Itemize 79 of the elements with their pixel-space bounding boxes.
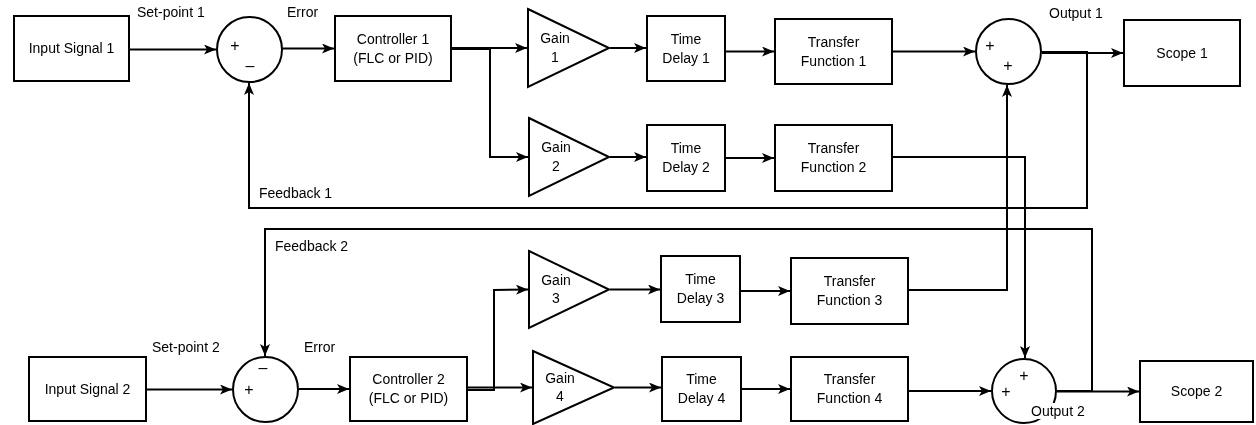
signal-arrow <box>740 286 791 296</box>
edge-label: Set-point 2 <box>151 339 221 355</box>
signal-arrow <box>908 386 992 396</box>
sign-label: + <box>1002 58 1014 74</box>
block-box <box>28 356 147 422</box>
signal-arrow <box>892 156 1030 359</box>
signal-arrow <box>467 382 533 393</box>
block-box <box>334 15 452 82</box>
block-box <box>646 15 726 82</box>
signal-arrow <box>908 84 1012 291</box>
block-label: Gain 4 <box>544 368 576 407</box>
block-box <box>774 18 893 85</box>
block-box <box>790 356 909 422</box>
block-label: Time Delay 4 <box>676 370 727 408</box>
signal-arrow <box>146 384 233 395</box>
block-label: Input Signal 1 <box>27 39 116 58</box>
signal-arrow <box>614 382 662 393</box>
block-label: Transfer Function 1 <box>799 32 868 71</box>
block-box <box>774 124 893 192</box>
block-box <box>13 15 130 82</box>
signal-arrow <box>451 43 528 53</box>
block-box <box>790 257 909 325</box>
signal-arrow <box>725 153 775 163</box>
sign-label: – <box>244 58 256 74</box>
block-label: Time Delay 3 <box>675 270 726 308</box>
signal-arrow <box>609 43 647 53</box>
signal-arrow <box>298 384 350 394</box>
block-label: Input Signal 2 <box>43 379 132 399</box>
gain-triangle <box>528 117 610 197</box>
signal-arrow <box>260 228 1093 392</box>
block-label: Time Delay 2 <box>661 139 711 177</box>
block-label: Gain 2 <box>540 138 572 176</box>
block-box <box>660 255 741 323</box>
sign-label: – <box>257 360 269 376</box>
edge-label: Output 2 <box>1030 403 1086 419</box>
sign-label: + <box>1000 384 1012 400</box>
block-label: Transfer Function 4 <box>815 370 884 408</box>
block-label: Transfer Function 2 <box>799 139 868 177</box>
edge-label: Output 1 <box>1048 5 1104 21</box>
summing-junction <box>216 16 283 83</box>
gain-triangle <box>527 8 610 88</box>
block-box <box>1139 360 1254 423</box>
block-label: Transfer Function 3 <box>815 272 884 310</box>
edge-label: Set-point 1 <box>136 4 206 20</box>
sign-label: + <box>984 38 996 54</box>
block-box <box>1123 19 1241 87</box>
signal-arrow <box>282 43 335 54</box>
signal-arrow <box>892 46 976 57</box>
gain-triangle <box>532 350 615 425</box>
signal-arrow <box>467 284 529 391</box>
block-box <box>646 124 726 192</box>
block-box <box>661 356 742 422</box>
edge-label: Feedback 2 <box>274 238 350 254</box>
signal-arrow <box>609 284 661 295</box>
signal-arrow <box>609 152 647 162</box>
block-label: Controller 2 (FLC or PID) <box>367 370 450 408</box>
block-label: Time Delay 1 <box>661 29 711 68</box>
summing-junction <box>975 18 1042 85</box>
summing-junction <box>232 356 299 423</box>
edge-label: Error <box>303 339 337 355</box>
signal-arrow <box>1041 48 1124 58</box>
sign-label: + <box>1018 368 1030 384</box>
signal-arrow <box>741 384 791 394</box>
edge-label: Feedback 1 <box>258 185 334 201</box>
signal-arrow <box>725 46 775 57</box>
signal-arrow <box>451 48 529 162</box>
gain-triangle <box>528 250 610 329</box>
block-label: Scope 1 <box>1155 43 1209 63</box>
signal-arrow <box>244 51 1088 209</box>
block-label: Gain 3 <box>540 270 572 309</box>
block-label: Scope 2 <box>1169 382 1224 401</box>
block-box <box>349 356 468 422</box>
block-label: Gain 1 <box>539 29 571 67</box>
sign-label: + <box>229 38 241 54</box>
sign-label: + <box>243 382 255 398</box>
signal-arrow <box>1056 386 1140 397</box>
signal-arrow <box>129 44 217 55</box>
block-label: Controller 1 (FLC or PID) <box>352 29 434 68</box>
edge-label: Error <box>286 4 320 20</box>
